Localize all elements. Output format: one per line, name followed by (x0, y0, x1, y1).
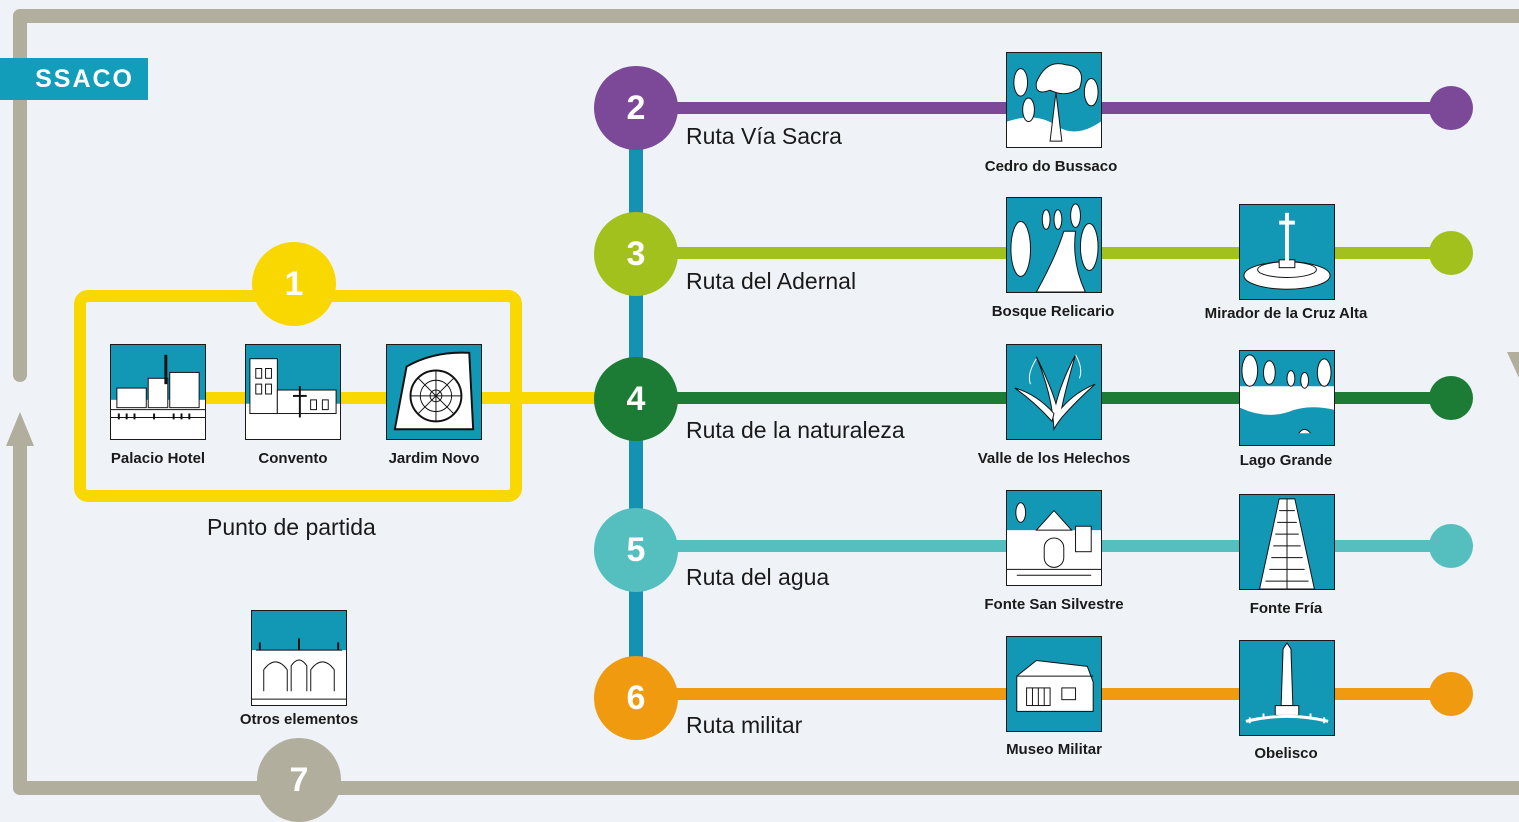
route-6-end-dot (1429, 672, 1473, 716)
frame-bottom-line (13, 440, 1519, 795)
route-6-name[interactable]: Ruta militar (686, 712, 803, 738)
forest-path-icon[interactable] (1006, 197, 1102, 293)
cedar-tree-icon[interactable] (1006, 52, 1102, 148)
route-4-end-dot (1429, 376, 1473, 420)
obelisk-icon[interactable] (1239, 640, 1335, 736)
route-1-number[interactable]: 1 (252, 242, 336, 326)
route-3-end-dot (1429, 231, 1473, 275)
poi-otros-label: Otros elementos (239, 711, 359, 728)
route-4-name[interactable]: Ruta de la naturaleza (686, 417, 905, 443)
route-5-name[interactable]: Ruta del agua (686, 564, 830, 590)
palace-hotel-icon[interactable] (110, 344, 206, 440)
route-3-name[interactable]: Ruta del Adernal (686, 268, 857, 294)
poi-palacio-hotel-label: Palacio Hotel (110, 450, 206, 467)
poi-convento-label: Convento (258, 450, 328, 467)
poi-bosque-label: Bosque Relicario (991, 303, 1115, 320)
route-6-number[interactable]: 6 (594, 656, 678, 740)
fountain-chapel-icon[interactable] (1006, 490, 1102, 586)
poi-san-silvestre-label: Fonte San Silvestre (984, 596, 1124, 613)
frame-right-arrow (1507, 352, 1519, 378)
museum-icon[interactable] (1006, 636, 1102, 732)
start-point-label: Punto de partida (207, 514, 376, 540)
route-4-number[interactable]: 4 (594, 357, 678, 441)
poi-lago-label: Lago Grande (1239, 452, 1333, 469)
lake-icon[interactable] (1239, 350, 1335, 446)
map-title: SSACO (0, 58, 148, 100)
route-2-name[interactable]: Ruta Vía Sacra (686, 123, 842, 149)
fern-icon[interactable] (1006, 344, 1102, 440)
poi-museo-label: Museo Militar (1006, 741, 1102, 758)
gate-icon[interactable] (251, 610, 347, 706)
frame-top-line (13, 9, 1519, 382)
route-5-number[interactable]: 5 (594, 508, 678, 592)
poi-jardim-novo-label: Jardim Novo (388, 450, 480, 467)
convent-icon[interactable] (245, 344, 341, 440)
high-cross-icon[interactable] (1239, 204, 1335, 300)
route-2-number[interactable]: 2 (594, 66, 678, 150)
poi-cedro-label: Cedro do Bussaco (984, 158, 1118, 175)
poi-helechos-label: Valle de los Helechos (977, 450, 1131, 467)
route-5-end-dot (1429, 524, 1473, 568)
poi-obelisco-label: Obelisco (1254, 745, 1318, 762)
route-2-end-dot (1429, 86, 1473, 130)
poi-fonte-fria-label: Fonte Fría (1249, 600, 1323, 617)
poi-cruz-alta-label: Mirador de la Cruz Alta (1204, 305, 1368, 322)
garden-icon[interactable] (386, 344, 482, 440)
frame-up-arrow (6, 412, 34, 446)
cold-fountain-icon[interactable] (1239, 494, 1335, 590)
route-3-number[interactable]: 3 (594, 212, 678, 296)
route-7-number[interactable]: 7 (257, 738, 341, 822)
